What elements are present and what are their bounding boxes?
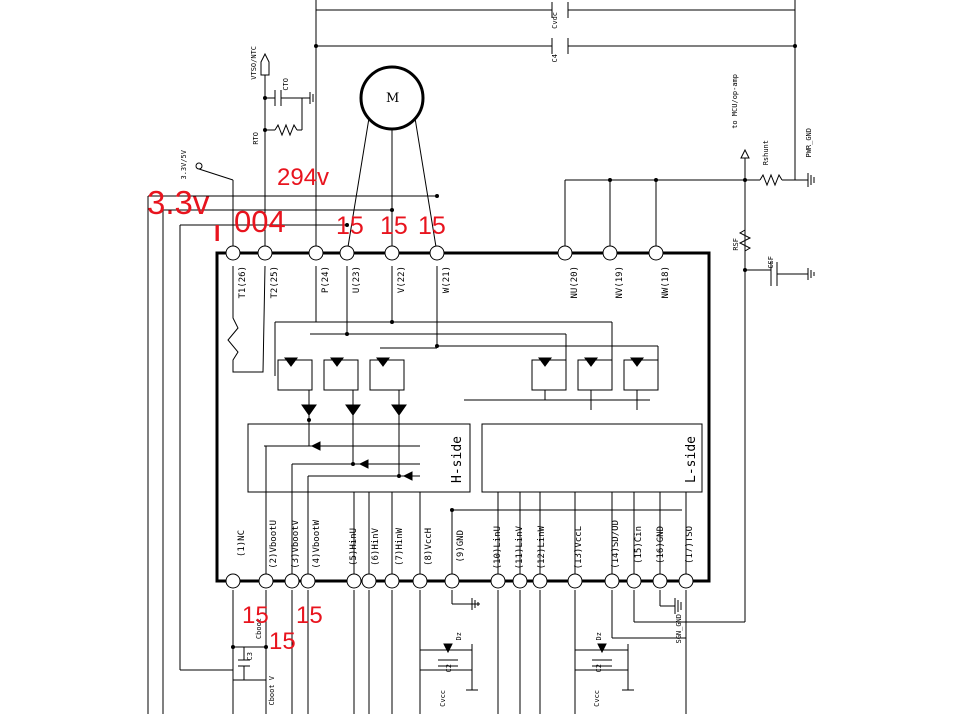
annotation-u-15: 15 — [336, 212, 364, 240]
pin-label-vbootw: (4)VbootW — [312, 520, 322, 569]
supply-terminal-icon — [195, 162, 203, 170]
label-supply: 3.3V/5V — [180, 150, 188, 180]
label-c4: C4 — [551, 54, 559, 63]
h-side-label: H-side — [450, 436, 465, 483]
annotation-vbootw-15: 15 — [296, 602, 323, 629]
label-c3: C3 — [246, 652, 254, 661]
zener-diode-icon — [443, 643, 453, 654]
annotation-w-15: 15 — [418, 212, 446, 240]
pin-label-t1: T1(26) — [238, 266, 248, 299]
pin-label-gnd9: (9)GND — [456, 530, 466, 563]
label-c2-b: C2 — [595, 664, 603, 673]
label-rsf: RSF — [732, 238, 740, 251]
rto-resistor — [274, 123, 298, 137]
pin-label-w: W(21) — [442, 266, 452, 294]
pin-label-cin: (15)Cin — [634, 526, 644, 564]
pin-label-vbootu: (2)VbootU — [269, 520, 279, 569]
pin-label-v: V(22) — [397, 266, 407, 294]
ic-package — [215, 251, 711, 583]
pin-label-hinu: (5)HinU — [349, 528, 359, 566]
pin-label-linw: (12)LinW — [537, 526, 547, 570]
pin-label-hinw: (7)HinW — [395, 528, 405, 566]
l-side-block — [481, 423, 703, 493]
pin-label-t2: T2(25) — [270, 266, 280, 299]
zener-diode-icon — [597, 643, 607, 654]
pin-label-nc: (1)NC — [237, 530, 247, 558]
label-c2-a: C2 — [445, 664, 453, 673]
label-cvdc: Cvdc — [551, 12, 559, 29]
pin-label-vcch: (8)VccH — [424, 528, 434, 566]
label-dz-a: Dz — [455, 632, 463, 641]
pin-label-nw: NW(18) — [661, 266, 671, 299]
label-rto: RTO — [252, 132, 260, 145]
pin-label-gnd16: (16)GND — [656, 526, 666, 564]
label-csf: CSF — [767, 256, 775, 269]
label-cto: CTO — [282, 78, 290, 91]
annotation-v-15: 15 — [380, 212, 408, 240]
motor-label: M — [386, 91, 400, 106]
annotation-vbootu-15: 15 — [242, 602, 269, 629]
low-side-switches — [531, 357, 659, 391]
label-rshunt: Rshunt — [762, 140, 770, 166]
label-vtso: VTSO/NTC — [250, 46, 258, 80]
annotation-294v: 294v — [277, 164, 330, 191]
pin-label-u: U(23) — [352, 266, 362, 294]
label-boot-v: Cboot V — [268, 676, 276, 706]
h-side-block — [247, 423, 471, 493]
annotation-tick: I — [214, 220, 221, 246]
vtso-arrow-icon — [260, 52, 270, 76]
label-cvcc-a: Cvcc — [439, 690, 447, 707]
annotation-3-3v: 3.3v — [147, 184, 210, 221]
pin-label-p: P(24) — [321, 266, 331, 294]
bottom-pin-circles — [225, 573, 694, 589]
rsf-resistor — [738, 229, 752, 252]
junction-dots — [231, 44, 797, 649]
mcu-arrow-icon — [740, 148, 750, 159]
top-pin-circles — [225, 245, 664, 261]
pin-label-sdod: (14)SD/OD — [611, 520, 621, 569]
pin-label-nv: NV(19) — [615, 266, 625, 299]
pin-label-tso: (17)TSO — [685, 526, 695, 564]
pin-label-linv: (11)LinV — [515, 526, 525, 570]
high-side-switches — [277, 357, 405, 391]
pin-label-vbootv: (3)VbootV — [291, 520, 301, 569]
label-dz-b: Dz — [595, 632, 603, 641]
rshunt-resistor — [759, 173, 783, 187]
annotation-004: 004 — [234, 204, 286, 239]
label-mcu: to MCU/op-amp — [731, 74, 739, 129]
label-cvcc-b: Cvcc — [593, 690, 601, 707]
label-sgn-gnd: SGN_GND — [675, 614, 683, 644]
l-side-label: L-side — [684, 436, 699, 483]
thermistor-symbol — [227, 265, 266, 373]
annotation-cboot-15: 15 — [269, 628, 296, 655]
pin-label-linu: (10)LinU — [493, 526, 503, 570]
label-pwr-gnd: PWR_GND — [805, 128, 813, 158]
pin-label-nu: NU(20) — [570, 266, 580, 299]
pin-label-hinv: (6)HinV — [371, 528, 381, 566]
pin-label-vccl: (13)VccL — [574, 526, 584, 570]
